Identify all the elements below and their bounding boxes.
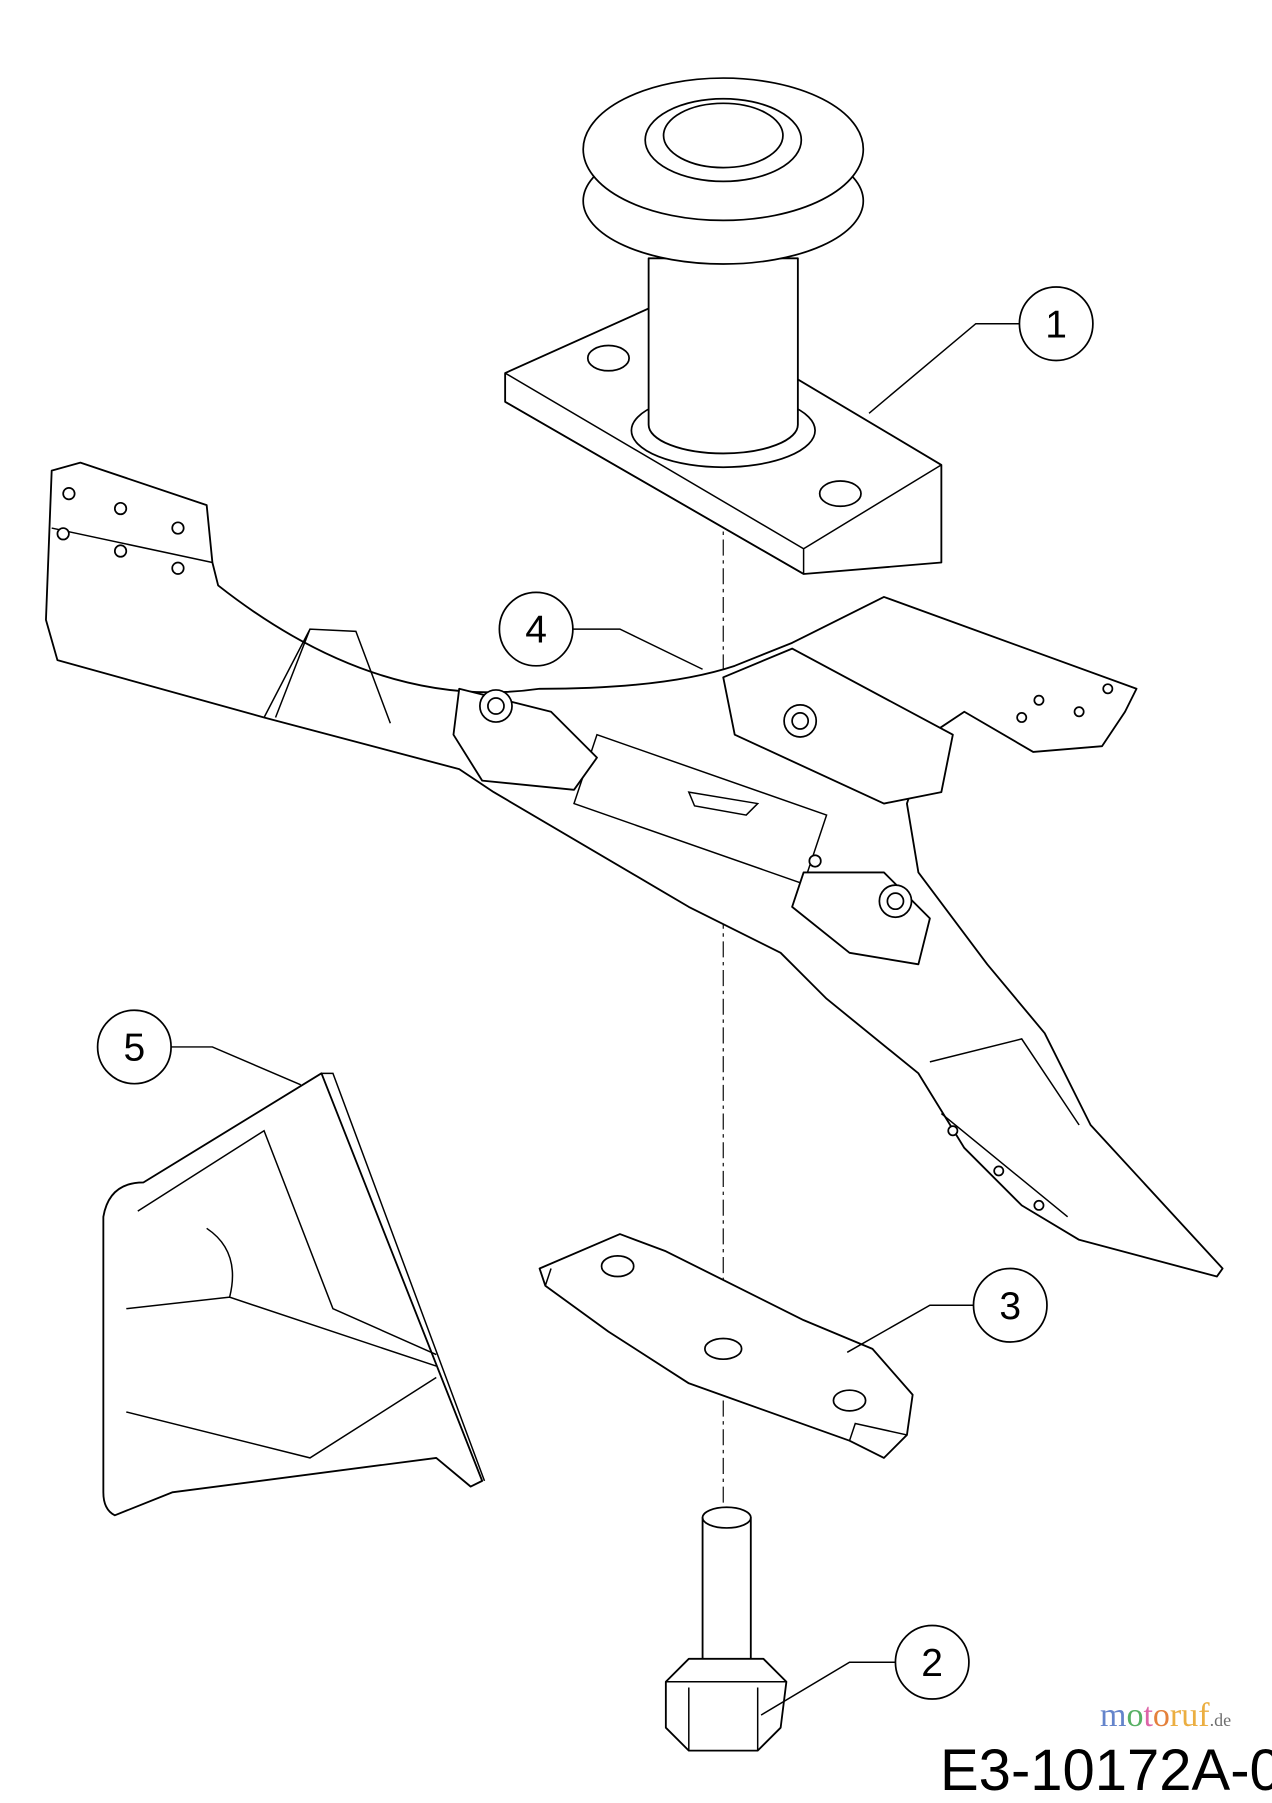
callout-4[interactable]: 4 (498, 591, 703, 670)
part-1-spindle-pulley (504, 77, 943, 575)
callout-3[interactable]: 3 (846, 1267, 1048, 1353)
callout-5[interactable]: 5 (96, 1009, 302, 1086)
part-3-adapter (538, 1233, 914, 1459)
callout-4-number: 4 (525, 609, 547, 652)
callout-2-number: 2 (921, 1642, 943, 1685)
callout-3-number: 3 (999, 1285, 1021, 1328)
part-4-blade (45, 461, 1224, 1278)
part-5-deflector (102, 1072, 486, 1517)
part-2-bolt (664, 1506, 788, 1752)
callout-5-number: 5 (123, 1027, 145, 1070)
callout-1[interactable]: 1 (868, 286, 1094, 414)
watermark-logo: motoruf.de (1100, 1697, 1232, 1734)
callout-2[interactable]: 2 (760, 1624, 970, 1716)
drawing-code: E3-10172A-01 (940, 1738, 1272, 1803)
blade-holes (56, 487, 1114, 1211)
callout-1-number: 1 (1045, 303, 1067, 346)
